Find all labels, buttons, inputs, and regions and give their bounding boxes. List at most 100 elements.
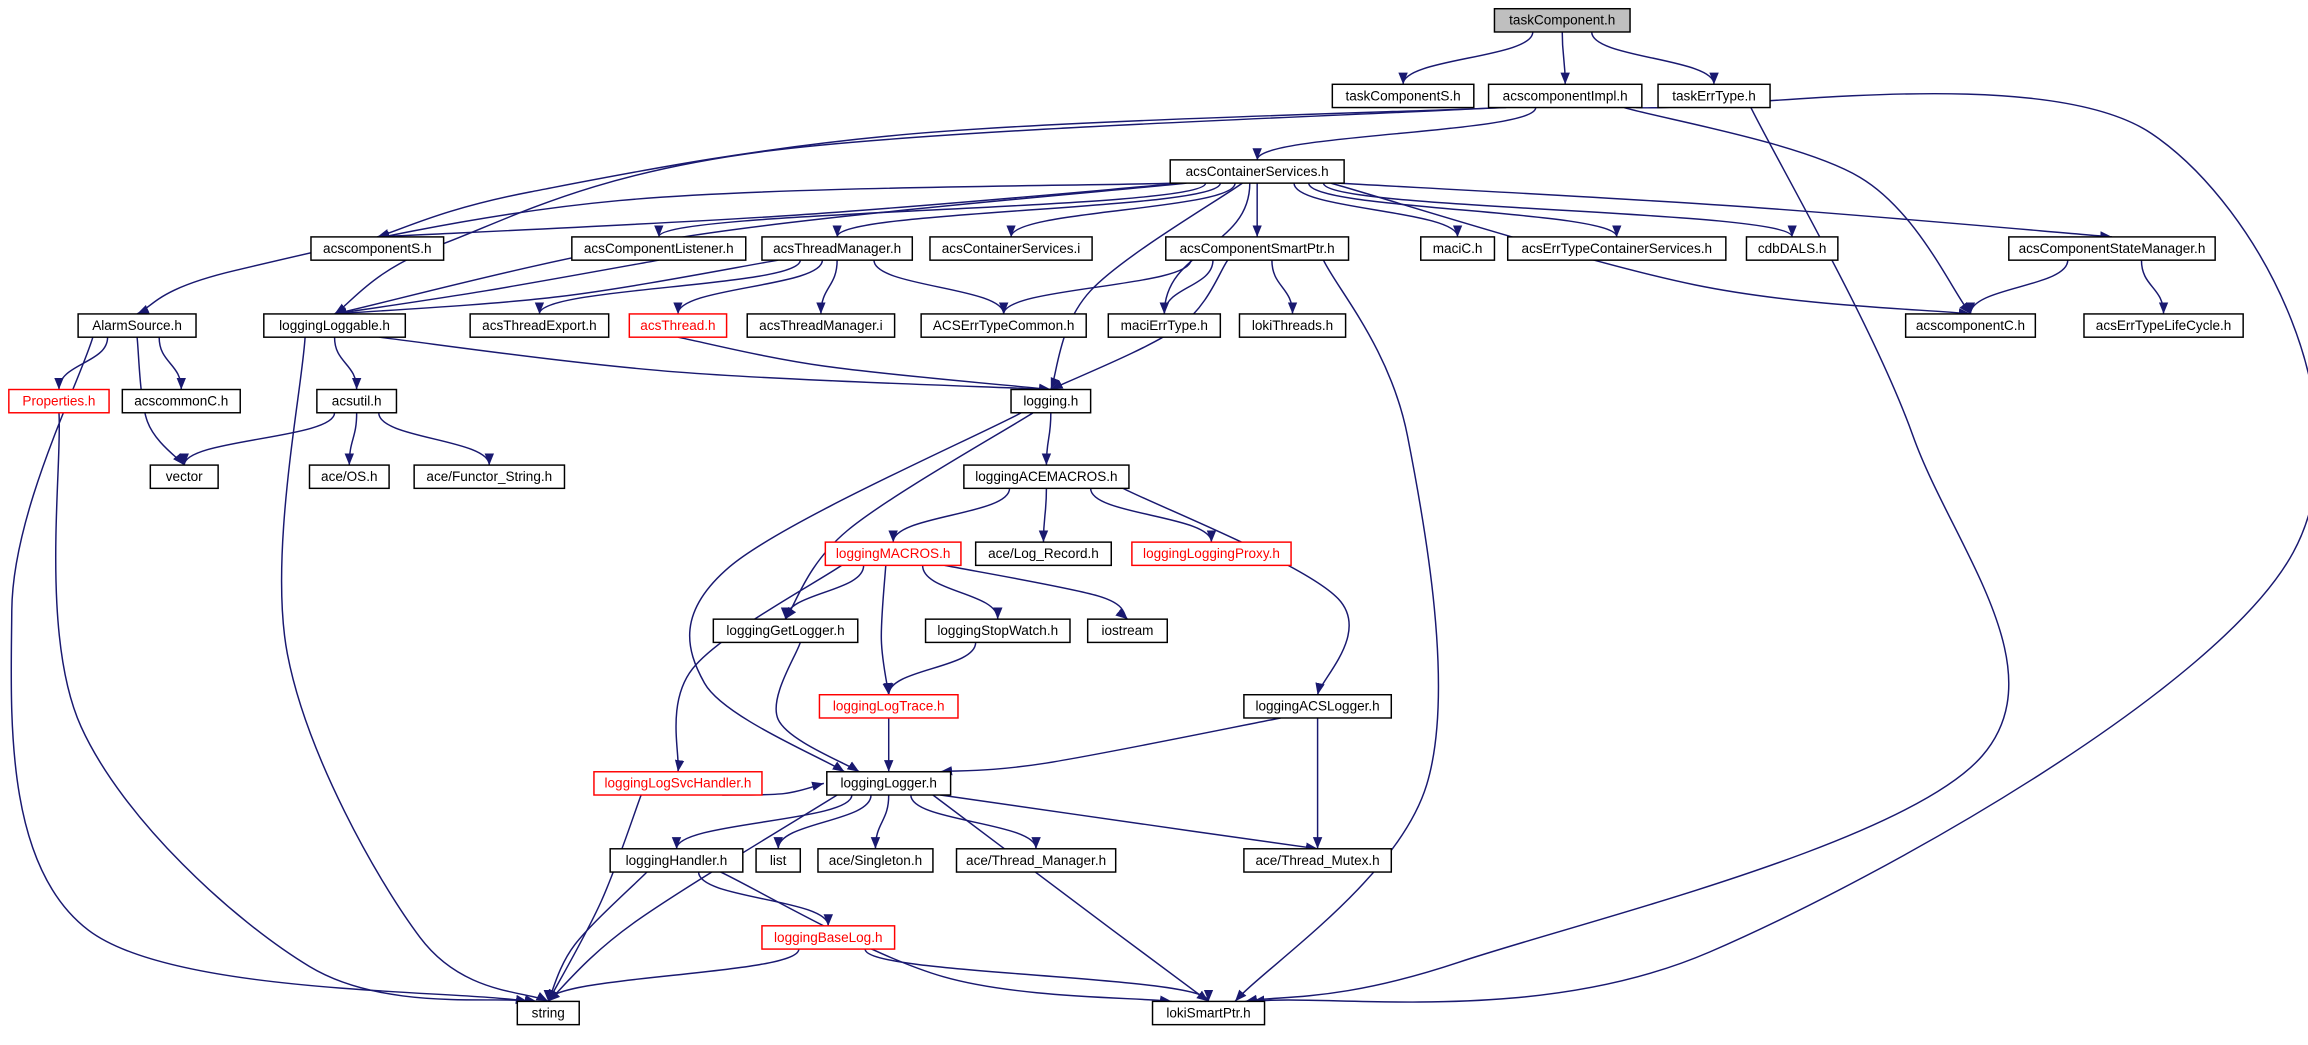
node-taskComponent_h[interactable]: taskComponent.h xyxy=(1493,7,1631,33)
node-label-loggingLoggable_h: loggingLoggable.h xyxy=(279,318,390,333)
node-box-iostream xyxy=(1086,618,1169,644)
edge-acsutil_h-to-vector xyxy=(179,412,336,466)
node-loggingLoggingProxy_h[interactable]: loggingLoggingProxy.h xyxy=(1131,541,1292,567)
node-box-lokiThreads_h xyxy=(1238,313,1347,338)
node-box-maciErrType_h xyxy=(1107,313,1222,338)
edge-acsThreadManager_h-to-ACSErrTypeCommon_h xyxy=(873,259,1009,315)
node-cdbDALS_h: cdbDALS.h xyxy=(1745,236,1839,261)
node-loggingBaseLog_h[interactable]: loggingBaseLog.h xyxy=(761,925,896,950)
node-maciC_h: maciC.h xyxy=(1420,236,1496,261)
node-lokiThreads_h[interactable]: lokiThreads.h xyxy=(1238,313,1347,338)
node-loggingLoggable_h[interactable]: loggingLoggable.h xyxy=(263,313,407,338)
node-acsErrTypeLifeCycle_h[interactable]: acsErrTypeLifeCycle.h xyxy=(2083,313,2244,338)
node-box-Properties_h xyxy=(8,388,110,414)
edge-loggingACEMACROS_h-to-ace_Log_Record_h xyxy=(1038,488,1049,543)
node-label-loggingStopWatch_h: loggingStopWatch.h xyxy=(937,623,1058,638)
node-box-loggingLogSvcHandler_h xyxy=(593,771,763,796)
node-box-vector xyxy=(149,464,219,490)
node-loggingACSLogger_h[interactable]: loggingACSLogger.h xyxy=(1243,694,1393,719)
node-label-loggingLogSvcHandler_h: loggingLogSvcHandler.h xyxy=(605,776,752,791)
node-loggingMACROS_h[interactable]: loggingMACROS.h xyxy=(824,541,962,567)
node-label-acscomponentImpl_h: acscomponentImpl.h xyxy=(1503,88,1628,103)
edge-acsThreadManager_h-to-loggingLoggable_h xyxy=(334,259,779,318)
node-loggingACEMACROS_h[interactable]: loggingACEMACROS.h xyxy=(963,464,1130,490)
edge-loggingStopWatch_h-to-loggingLogTrace_h xyxy=(884,642,977,695)
node-label-loggingLogTrace_h: loggingLogTrace.h xyxy=(833,699,945,714)
node-box-string xyxy=(516,1000,580,1026)
node-label-logging_h: logging.h xyxy=(1023,394,1078,409)
node-label-acscommonC_h: acscommonC.h xyxy=(134,394,228,409)
edge-acsContainerServices_h-to-acsComponentStateManager_h xyxy=(1338,182,2113,241)
edge-acsContainerServices_h-to-loggingLoggable_h xyxy=(334,182,1187,316)
node-box-taskComponentS_h xyxy=(1331,83,1475,109)
edge-acsThreadManager_h-to-acsThreadManager_i xyxy=(816,260,838,314)
node-label-acsErrTypeContainerServices_h: acsErrTypeContainerServices.h xyxy=(1522,241,1712,256)
edge-acsThreadManager_h-to-acsThreadExport_h xyxy=(534,259,802,315)
node-label-AlarmSource_h: AlarmSource.h xyxy=(92,318,182,333)
node-box-loggingGetLogger_h xyxy=(712,618,859,644)
node-label-loggingACEMACROS_h: loggingACEMACROS.h xyxy=(975,469,1117,484)
node-taskErrType_h[interactable]: taskErrType.h xyxy=(1657,83,1771,109)
node-AlarmSource_h[interactable]: AlarmSource.h xyxy=(77,313,197,338)
edge-loggingLogger_h-to-loggingHandler_h xyxy=(671,794,853,849)
edge-acscomponentImpl_h-to-acscomponentS_h xyxy=(377,106,1507,239)
node-acsThreadManager_i: acsThreadManager.i xyxy=(746,313,896,338)
node-box-acsComponentSmartPtr_h xyxy=(1165,236,1350,261)
node-box-taskComponent_h xyxy=(1493,7,1631,33)
node-maciErrType_h[interactable]: maciErrType.h xyxy=(1107,313,1222,338)
node-acsContainerServices_h[interactable]: acsContainerServices.h xyxy=(1169,159,1345,184)
edge-loggingHandler_h-to-lokiSmartPtr_h xyxy=(720,871,1172,1005)
node-box-loggingMACROS_h xyxy=(824,541,962,567)
node-box-maciC_h xyxy=(1420,236,1496,261)
node-box-logging_h xyxy=(1010,388,1092,414)
node-acsutil_h[interactable]: acsutil.h xyxy=(316,388,398,414)
edges-layer xyxy=(10,31,2308,1005)
node-acsThreadManager_h[interactable]: acsThreadManager.h xyxy=(761,236,914,261)
edge-acsContainerServices_h-to-acsComponentListener_h xyxy=(654,182,1207,238)
edge-logging_h-to-loggingACEMACROS_h xyxy=(1041,412,1052,466)
edge-acsContainerServices_h-to-AlarmSource_h xyxy=(136,182,1177,315)
node-box-ace_Singleton_h xyxy=(817,848,934,873)
edge-loggingLogger_h-to-list xyxy=(773,794,872,849)
node-label-maciC_h: maciC.h xyxy=(1433,241,1483,256)
node-loggingLogSvcHandler_h[interactable]: loggingLogSvcHandler.h xyxy=(593,771,763,796)
node-lokiSmartPtr_h[interactable]: lokiSmartPtr.h xyxy=(1151,1000,1266,1026)
node-loggingStopWatch_h[interactable]: loggingStopWatch.h xyxy=(924,618,1071,644)
edge-acsContainerServices_h-to-acsContainerServices_i xyxy=(1006,182,1236,238)
edge-taskComponent_h-to-acscomponentImpl_h xyxy=(1560,31,1570,85)
edge-loggingMACROS_h-to-iostream xyxy=(944,564,1129,620)
node-logging_h[interactable]: logging.h xyxy=(1010,388,1092,414)
node-acsThreadExport_h[interactable]: acsThreadExport.h xyxy=(469,313,610,338)
node-loggingLogger_h[interactable]: loggingLogger.h xyxy=(826,771,952,796)
node-acsComponentStateManager_h[interactable]: acsComponentStateManager.h xyxy=(2008,236,2216,261)
node-box-acscomponentS_h xyxy=(310,236,445,261)
edge-acscomponentImpl_h-to-lokiSmartPtr_h xyxy=(1252,92,2308,1005)
node-label-string: string xyxy=(532,1005,565,1020)
node-box-loggingLoggable_h xyxy=(263,313,407,338)
node-acsComponentSmartPtr_h[interactable]: acsComponentSmartPtr.h xyxy=(1165,236,1350,261)
node-label-ace_Thread_Manager_h: ace/Thread_Manager.h xyxy=(966,853,1106,868)
edge-loggingLogger_h-to-string xyxy=(547,794,838,1002)
node-label-ace_Log_Record_h: ace/Log_Record.h xyxy=(988,546,1099,561)
node-acscomponentImpl_h[interactable]: acscomponentImpl.h xyxy=(1487,83,1643,109)
node-loggingLogTrace_h[interactable]: loggingLogTrace.h xyxy=(818,694,959,719)
node-acsThread_h[interactable]: acsThread.h xyxy=(628,313,728,338)
node-label-iostream: iostream xyxy=(1101,623,1153,638)
node-ACSErrTypeCommon_h[interactable]: ACSErrTypeCommon.h xyxy=(920,313,1087,338)
edge-loggingMACROS_h-to-loggingStopWatch_h xyxy=(921,565,1003,620)
node-ace_Log_Record_h: ace/Log_Record.h xyxy=(974,541,1112,567)
node-box-acscomponentC_h xyxy=(1904,313,2037,338)
node-Properties_h[interactable]: Properties.h xyxy=(8,388,110,414)
node-label-lokiThreads_h: lokiThreads.h xyxy=(1252,318,1333,333)
node-loggingHandler_h[interactable]: loggingHandler.h xyxy=(609,848,744,873)
node-label-acsComponentListener_h: acsComponentListener.h xyxy=(584,241,734,256)
edge-acsComponentStateManager_h-to-acsErrTypeLifeCycle_h xyxy=(2140,260,2169,314)
node-box-acsComponentListener_h xyxy=(571,236,747,261)
node-acsErrTypeContainerServices_h[interactable]: acsErrTypeContainerServices.h xyxy=(1506,236,1727,261)
edge-loggingACEMACROS_h-to-loggingLoggingProxy_h xyxy=(1089,488,1217,543)
node-acsComponentListener_h[interactable]: acsComponentListener.h xyxy=(571,236,747,261)
node-label-Properties_h: Properties.h xyxy=(22,394,95,409)
node-label-acsErrTypeLifeCycle_h: acsErrTypeLifeCycle.h xyxy=(2096,318,2232,333)
node-loggingGetLogger_h[interactable]: loggingGetLogger.h xyxy=(712,618,859,644)
